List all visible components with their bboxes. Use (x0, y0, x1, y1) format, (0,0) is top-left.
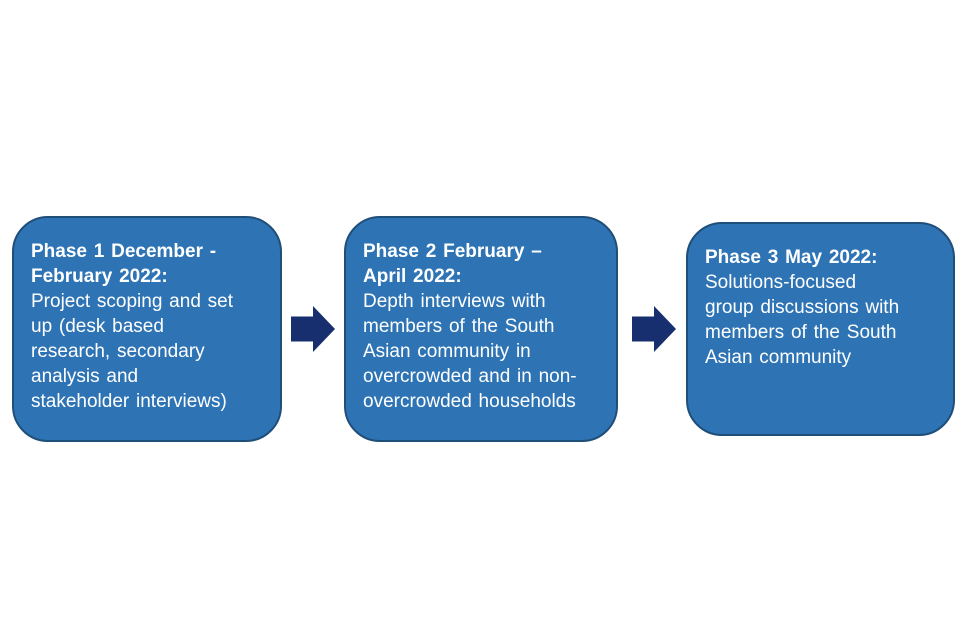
phase-2-box: Phase 2 February – April 2022: Depth int… (344, 216, 618, 442)
phase-1-title: Phase 1 December - February 2022: (31, 241, 217, 287)
arrow-right-icon (291, 306, 335, 352)
phase-2-title: Phase 2 February – April 2022: (363, 241, 542, 287)
phase-1-description: Project scoping and set up (desk based r… (31, 291, 234, 412)
phase-1-box: Phase 1 December - February 2022: Projec… (12, 216, 282, 442)
arrow-right-icon (632, 306, 676, 352)
phase-3-title: Phase 3 May 2022: (705, 247, 878, 268)
phase-2-description: Depth interviews with members of the Sou… (363, 291, 577, 412)
phase-3-description: Solutions-focused group discussions with… (705, 272, 900, 368)
phase-3-box: Phase 3 May 2022: Solutions-focused grou… (686, 222, 955, 436)
